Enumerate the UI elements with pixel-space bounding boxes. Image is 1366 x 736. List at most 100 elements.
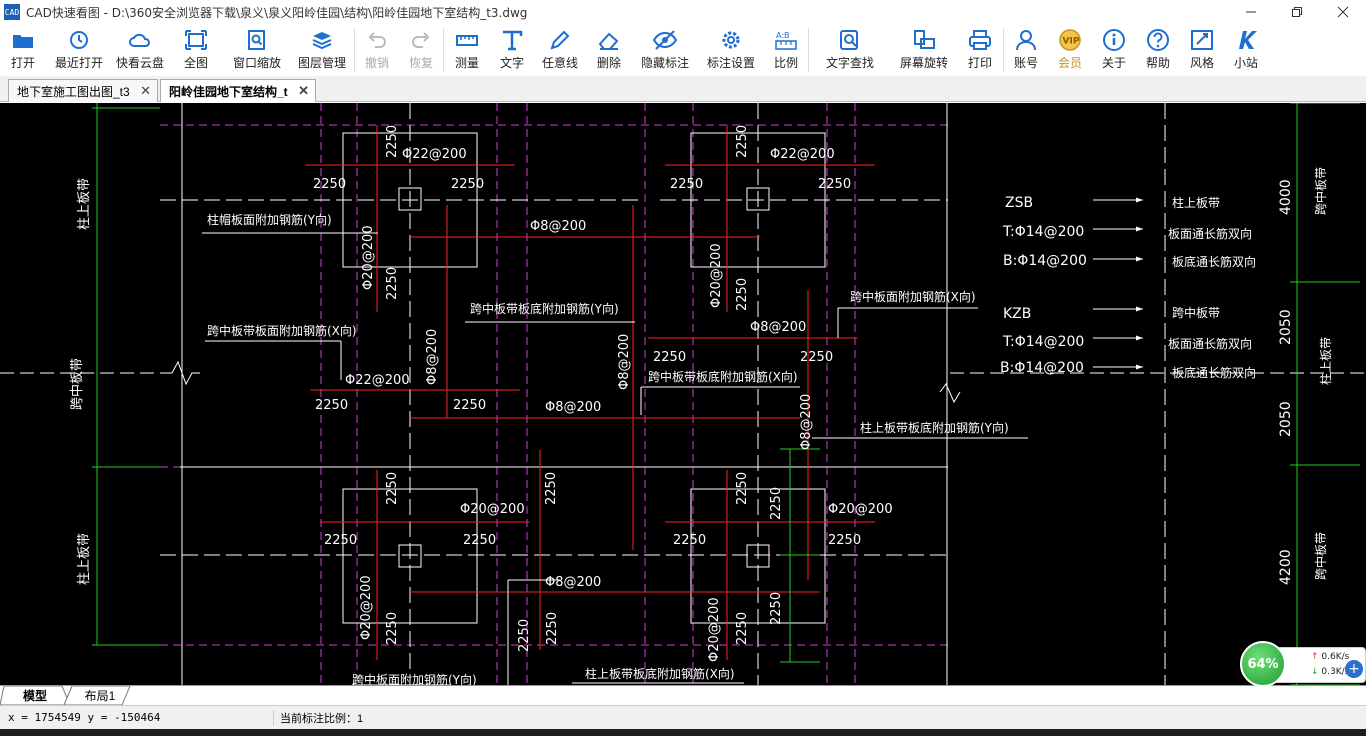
fullview-button[interactable]: 全图 [168,24,224,76]
rotate-label: 屏幕旋转 [899,56,948,70]
eye-off-icon [652,28,678,52]
account-button[interactable]: 账号 [1004,24,1048,76]
vip-button[interactable]: VIP 会员 [1048,24,1092,76]
annot-settings-button[interactable]: 标注设置 [698,24,764,76]
ruler-icon [454,28,480,52]
cad-text: 板面通长筋双向 [1168,336,1252,351]
close-icon[interactable]: ✕ [298,83,309,98]
cad-text: 2250 [800,350,833,365]
app-logo-icon: CAD [4,4,20,20]
column-cap [690,132,826,268]
hide-annot-button[interactable]: 隐藏标注 [632,24,698,76]
restore-button[interactable] [1274,0,1320,24]
text-icon [499,28,525,52]
cad-text: 2250 [544,472,559,505]
minimize-button[interactable] [1228,0,1274,24]
cad-text: 2250 [385,125,400,158]
download-arrow-icon: ↓ [1311,667,1319,677]
title-bar: CAD CAD快速看图 - D:\360安全浏览器下载\泉义\泉义阳岭佳园\结构… [0,0,1366,24]
layer-button[interactable]: 图层管理 [290,24,354,76]
doc-tab-1[interactable]: 阳岭佳园地下室结构_t ✕ [160,79,316,102]
freeline-button[interactable]: 任意线 [534,24,586,76]
redo-icon [408,28,434,52]
toolbar-separator [1003,28,1004,72]
break-symbol [939,383,961,404]
layout-tab-model[interactable]: 模型 [22,689,47,703]
cad-text: Φ22@200 [345,373,410,388]
column [746,187,770,211]
rotate-button[interactable]: 屏幕旋转 [891,24,957,76]
plus-icon[interactable]: + [1345,660,1363,678]
undo-icon [364,28,390,52]
upload-speed: 0.6K/s [1321,652,1350,662]
svg-text:VIP: VIP [1063,37,1080,47]
doc-tab-0[interactable]: 地下室施工图出图_t3 ✕ [8,79,158,102]
scale-label: 比例 [773,56,798,70]
leader-arrow [1136,364,1143,370]
cad-text: 2250 [463,533,496,548]
erase-button[interactable]: 删除 [586,24,632,76]
cad-text: 2050 [1278,401,1294,437]
cad-text: Φ20@200 [460,502,525,517]
layout-tab-layout1[interactable]: 布局1 [84,689,116,703]
vip-label: 会员 [1057,56,1082,70]
leader-arrow [1136,226,1143,232]
history-icon [66,28,92,52]
column [398,187,422,211]
download-speed: 0.3K/s [1321,667,1350,677]
cad-text: B:Φ14@200 [1003,253,1087,269]
cad-text: 2250 [545,612,560,645]
cad-text: 跨中板带 [1313,532,1328,580]
cad-text: 柱帽板面附加钢筋(Y向) [207,212,332,227]
memory-percent-ball[interactable]: 64% [1240,641,1286,687]
redo-button: 恢复 [399,24,443,76]
help-button[interactable]: 帮助 [1136,24,1180,76]
column [746,544,770,568]
print-button[interactable]: 打印 [957,24,1003,76]
style-label: 风格 [1189,56,1214,70]
text-search-button[interactable]: 文字查找 [809,24,891,76]
zoom-window-icon [244,28,270,52]
cad-text: 2250 [735,472,750,505]
network-speed-widget[interactable]: ↑ 0.6K/s ↓ 0.3K/s + 64% [1240,641,1366,689]
coordinate-readout: x = 1754549 y = -150464 [8,711,161,724]
cad-text: 跨中板带 [70,358,85,410]
fullview-icon [183,28,209,52]
fullview-label: 全图 [183,56,208,70]
freeline-label: 任意线 [541,56,578,70]
style-icon [1189,28,1215,52]
open-button[interactable]: 打开 [0,24,46,76]
close-icon[interactable]: ✕ [140,83,151,98]
close-icon [1337,6,1349,18]
doc-tab-label: 地下室施工图出图_t3 [17,84,130,99]
cad-text: Φ8@200 [545,400,601,415]
column-cap [342,488,478,624]
cad-text: B:Φ14@200 [1000,360,1084,376]
document-tab-bar: 地下室施工图出图_t3 ✕ 阳岭佳园地下室结构_t ✕ [0,76,1366,102]
about-button[interactable]: 关于 [1092,24,1136,76]
close-button[interactable] [1320,0,1366,24]
cloud-button[interactable]: 快看云盘 [112,24,168,76]
style-button[interactable]: 风格 [1180,24,1224,76]
window-zoom-button[interactable]: 窗口缩放 [224,24,290,76]
cad-text: 跨中板带 [1313,167,1328,215]
measure-button[interactable]: 测量 [444,24,490,76]
cad-text: ZSB [1005,195,1033,211]
text-search-icon [837,28,863,52]
site-button[interactable]: 小站 [1224,24,1268,76]
cad-text: 柱上板带 [1172,195,1220,210]
cad-text: 柱上板带 [1318,337,1333,385]
cad-text: KZB [1003,306,1031,322]
cad-text: Φ20@200 [707,597,722,662]
cad-text: 柱上板带板底附加钢筋(Y向) [860,420,1009,435]
cad-text: 柱上板带板底附加钢筋(X向) [585,666,735,681]
cad-text: 2250 [517,619,532,652]
text-button[interactable]: 文字 [490,24,534,76]
cad-text: 2250 [324,533,357,548]
cad-text: 跨中板带 [1172,305,1220,320]
cad-text: 跨中板面附加钢筋(Y向) [352,672,477,685]
recent-button[interactable]: 最近打开 [46,24,112,76]
